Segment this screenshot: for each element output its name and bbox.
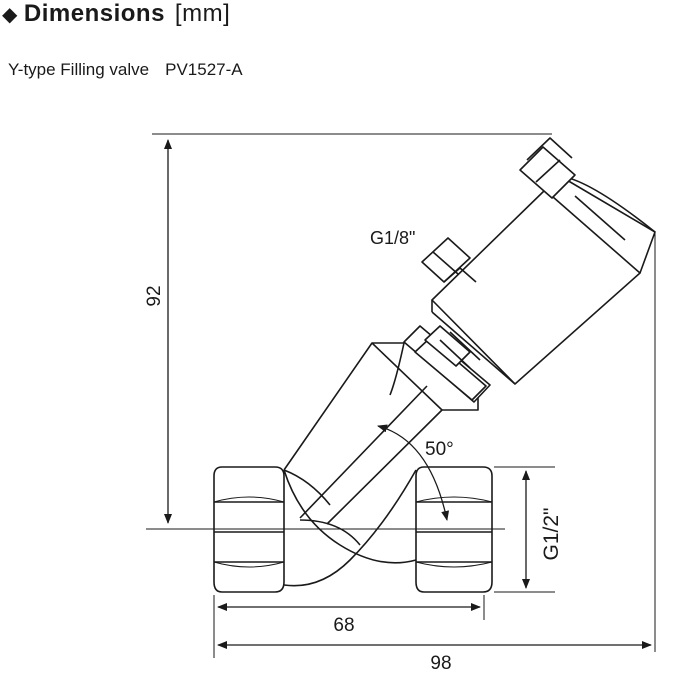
extension-lines bbox=[146, 133, 656, 658]
model-number: PV1527-A bbox=[165, 60, 243, 79]
angle-arc bbox=[377, 424, 450, 521]
actuator-top-cap bbox=[519, 137, 576, 199]
pipe-thread-label: G1/2" bbox=[540, 508, 563, 561]
stem-lock-nuts bbox=[403, 325, 491, 403]
actuator-cylinder bbox=[431, 175, 656, 385]
pilot-port-label: G1/8" bbox=[370, 228, 415, 248]
angle-label: 50° bbox=[425, 439, 454, 460]
total-length-label: 98 bbox=[430, 653, 451, 674]
heading-unit: [mm] bbox=[174, 0, 231, 27]
inner-length-label: 68 bbox=[333, 615, 354, 636]
valve-body bbox=[283, 469, 417, 587]
diamond-bullet-icon: ◆ bbox=[2, 4, 18, 26]
product-subtitle: Y-type Filling valve PV1527-A bbox=[8, 60, 243, 80]
height-label: 92 bbox=[144, 285, 165, 306]
pilot-port-fitting bbox=[421, 237, 477, 283]
dimensions-heading: ◆Dimensions [mm] bbox=[2, 0, 230, 28]
product-name: Y-type Filling valve bbox=[8, 60, 150, 79]
heading-text: Dimensions bbox=[23, 0, 165, 27]
